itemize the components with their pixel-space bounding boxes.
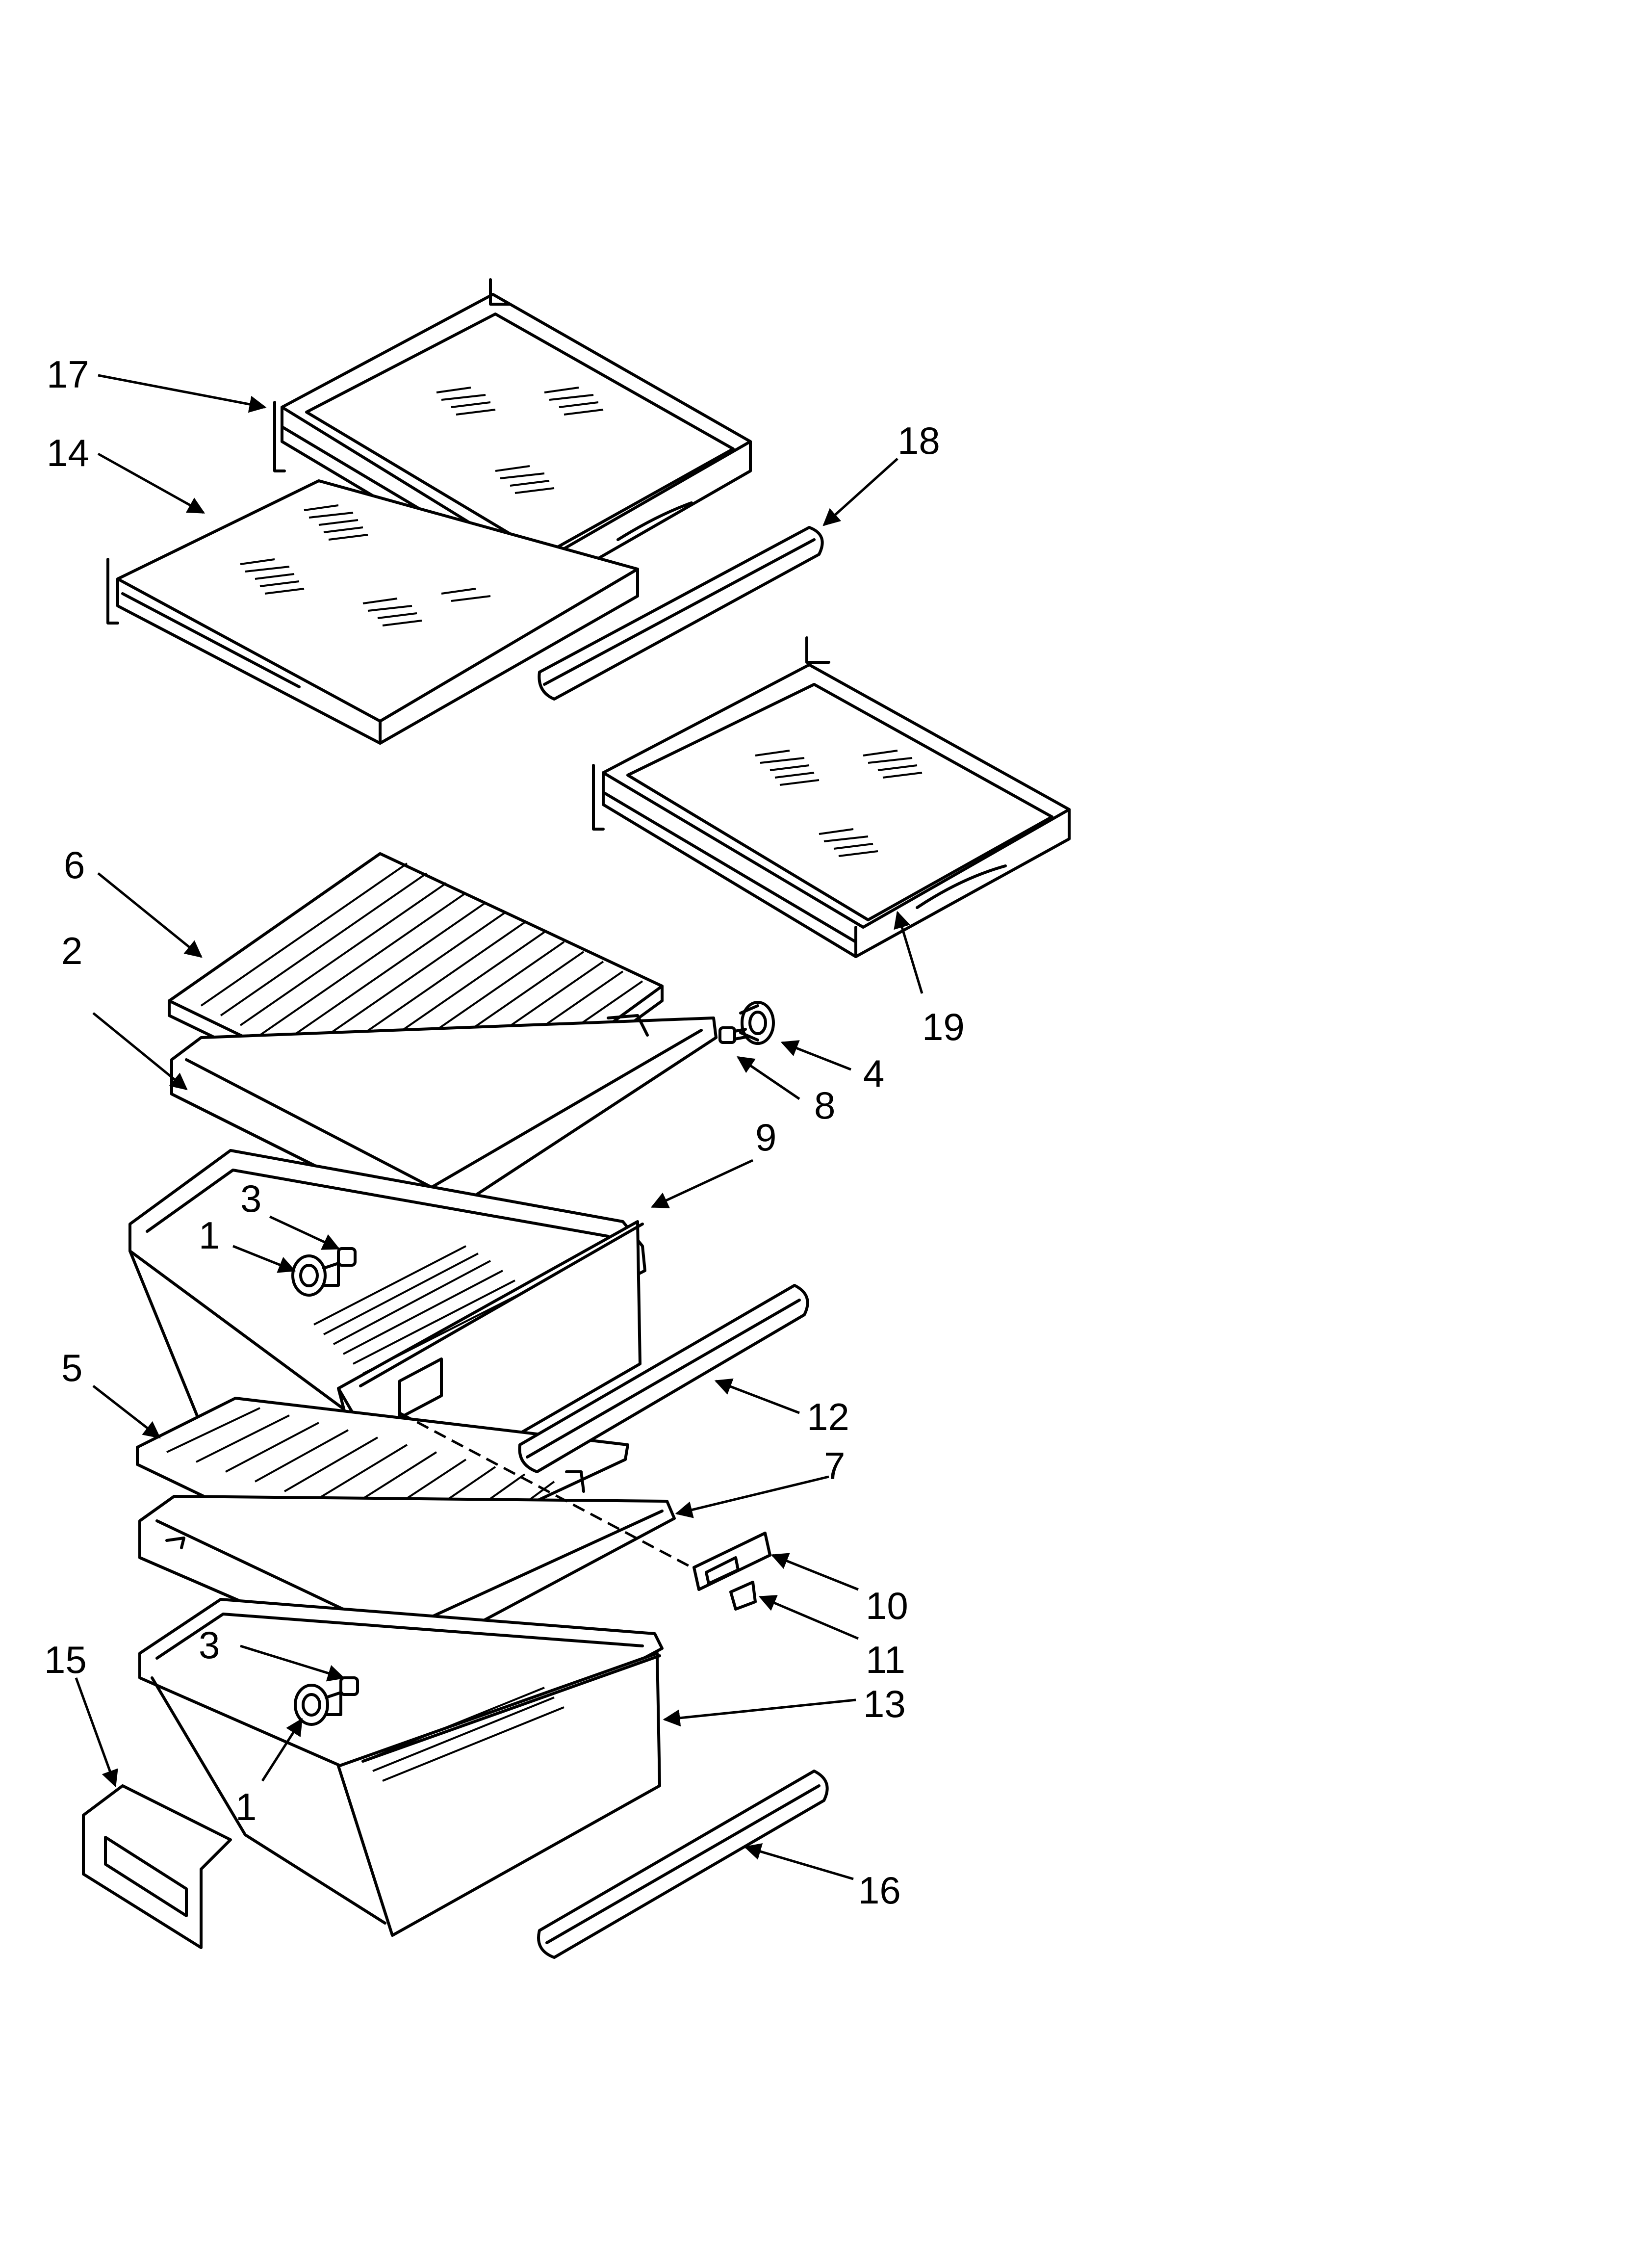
- callout-7: 7: [824, 1444, 845, 1487]
- callout-13: 13: [863, 1682, 906, 1725]
- callout-14: 14: [47, 431, 89, 474]
- callout-5: 5: [61, 1346, 82, 1389]
- clip-11: [729, 1581, 757, 1611]
- crisper-drawer-13: [138, 1598, 664, 1937]
- callout-1-lower: 1: [235, 1785, 257, 1828]
- leader-lines: [75, 374, 924, 1880]
- callout-8: 8: [814, 1084, 835, 1127]
- callout-19: 19: [922, 1005, 965, 1048]
- shelf-17: [273, 278, 752, 595]
- callout-12: 12: [807, 1395, 849, 1438]
- callout-18: 18: [898, 419, 940, 462]
- bolt-3-lower: [339, 1676, 359, 1696]
- callout-16: 16: [858, 1869, 901, 1912]
- callout-10: 10: [866, 1584, 908, 1627]
- callout-3-lower: 3: [199, 1623, 220, 1667]
- bolt-3-upper: [337, 1247, 357, 1267]
- assembly-line: [399, 1411, 697, 1571]
- label-15: [82, 1784, 232, 1949]
- callout-17: 17: [47, 353, 89, 396]
- callout-1-upper: 1: [199, 1214, 220, 1257]
- callout-9: 9: [755, 1116, 776, 1159]
- roller-1-lower: [294, 1684, 342, 1726]
- shelf-14: [106, 479, 639, 745]
- roller-1-upper: [291, 1254, 340, 1297]
- trim-16: [537, 1770, 829, 1959]
- callout-3-upper: 3: [240, 1177, 261, 1220]
- roller-4: [739, 1001, 775, 1045]
- callout-4: 4: [863, 1052, 884, 1095]
- bolt-8: [718, 1026, 747, 1044]
- shelf-19: [592, 636, 1071, 958]
- callout-2: 2: [61, 929, 82, 972]
- callout-11: 11: [866, 1638, 905, 1681]
- trim-12: [518, 1284, 809, 1473]
- callout-6: 6: [64, 843, 85, 886]
- callout-labels: 17 14 18 6 2 19 4 8 9 3 1 5 12 7 10 11 1…: [44, 353, 965, 1912]
- callout-15: 15: [44, 1638, 87, 1681]
- bracket-10: [693, 1532, 771, 1591]
- trim-18: [538, 526, 824, 701]
